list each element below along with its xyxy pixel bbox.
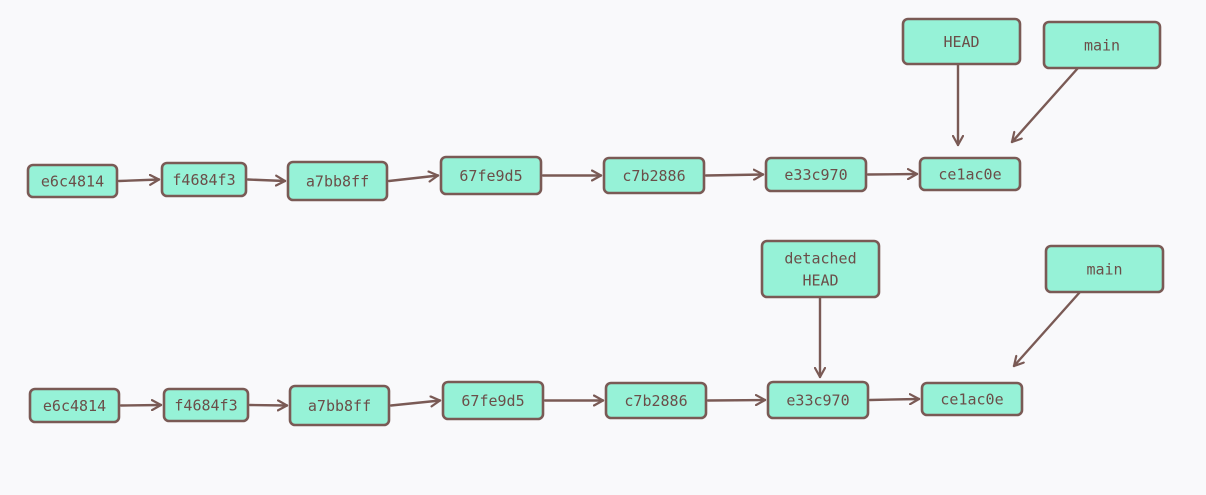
commit-node-e33c970: e33c970 — [764, 156, 868, 193]
commit-node-e6c4814-label: e6c4814 — [43, 397, 106, 415]
commit-edge — [387, 176, 440, 182]
commit-node-ce1ac0e-box — [918, 156, 1022, 192]
commit-node-e6c4814: e6c4814 — [28, 387, 121, 424]
commit-edge — [704, 175, 765, 176]
commit-node-c7b2886-label: c7b2886 — [624, 392, 687, 410]
commit-node-67fe9d5: 67fe9d5 — [439, 155, 543, 196]
ref-detached-head-label: HEAD — [802, 272, 838, 290]
commit-node-f4684f3-label: f4684f3 — [172, 171, 235, 189]
commit-node-e33c970-box — [766, 380, 870, 420]
commit-node-c7b2886-box — [602, 156, 706, 195]
commit-node-ce1ac0e-label: ce1ac0e — [938, 166, 1001, 184]
commit-node-e6c4814-label: e6c4814 — [41, 173, 104, 191]
ref-head-box — [901, 17, 1022, 66]
commit-node-c7b2886-label: c7b2886 — [622, 167, 685, 185]
commit-edge — [119, 405, 163, 406]
commit-edge — [117, 180, 161, 182]
ref-main-label: main — [1086, 261, 1122, 279]
commit-node-67fe9d5: 67fe9d5 — [441, 380, 545, 421]
commit-node-c7b2886: c7b2886 — [604, 381, 708, 420]
ref-head: HEAD — [901, 17, 1022, 66]
commit-edge — [248, 405, 289, 406]
ref-main-box — [1042, 20, 1162, 70]
commit-node-ce1ac0e: ce1ac0e — [918, 156, 1022, 192]
commit-node-67fe9d5-label: 67fe9d5 — [461, 392, 524, 410]
commit-node-a7bb8ff-box — [288, 384, 391, 427]
commit-node-a7bb8ff-box — [286, 160, 389, 202]
ref-head-label: HEAD — [943, 33, 979, 51]
commit-node-e33c970: e33c970 — [766, 380, 870, 420]
commit-node-f4684f3-label: f4684f3 — [174, 397, 237, 415]
commit-node-67fe9d5-box — [441, 380, 545, 421]
commit-edge — [868, 399, 921, 400]
commit-node-e6c4814-box — [26, 163, 119, 199]
commit-node-e6c4814: e6c4814 — [26, 163, 119, 199]
commit-node-a7bb8ff: a7bb8ff — [288, 384, 391, 427]
commit-node-ce1ac0e-label: ce1ac0e — [940, 391, 1003, 409]
ref-detached-head-box — [760, 239, 881, 299]
commit-edge — [706, 400, 767, 401]
ref-main: main — [1042, 20, 1162, 70]
commit-node-c7b2886-box — [604, 381, 708, 420]
commit-node-e6c4814-box — [28, 387, 121, 424]
commit-edge — [389, 401, 442, 406]
ref-detached-head-label: detached — [784, 250, 856, 268]
commit-node-ce1ac0e: ce1ac0e — [920, 381, 1024, 417]
commit-edge — [866, 174, 919, 175]
commit-node-f4684f3: f4684f3 — [160, 161, 248, 198]
nodes-layer: e6c4814 f4684f3 a7bb8ff 67fe9d5 c7b2886 e33c9… — [26, 17, 1165, 427]
commit-node-f4684f3-box — [162, 387, 250, 423]
ref-main: main — [1044, 244, 1165, 294]
commit-node-67fe9d5-box — [439, 155, 543, 196]
edges-layer — [117, 62, 1082, 406]
ref-pointer-main — [1012, 290, 1082, 368]
commit-node-f4684f3-box — [160, 161, 248, 198]
commit-node-67fe9d5-label: 67fe9d5 — [459, 167, 522, 185]
commit-node-a7bb8ff-label: a7bb8ff — [308, 397, 371, 415]
commit-node-f4684f3: f4684f3 — [162, 387, 250, 423]
commit-node-a7bb8ff: a7bb8ff — [286, 160, 389, 202]
ref-main-box — [1044, 244, 1165, 294]
commit-node-ce1ac0e-box — [920, 381, 1024, 417]
ref-main-label: main — [1084, 37, 1120, 55]
commit-node-c7b2886: c7b2886 — [602, 156, 706, 195]
ref-pointer-main — [1010, 66, 1080, 144]
commit-node-e33c970-label: e33c970 — [786, 392, 849, 410]
commit-node-e33c970-box — [764, 156, 868, 193]
commit-node-e33c970-label: e33c970 — [784, 166, 847, 184]
commit-node-a7bb8ff-label: a7bb8ff — [306, 173, 369, 191]
commit-edge — [246, 180, 287, 182]
